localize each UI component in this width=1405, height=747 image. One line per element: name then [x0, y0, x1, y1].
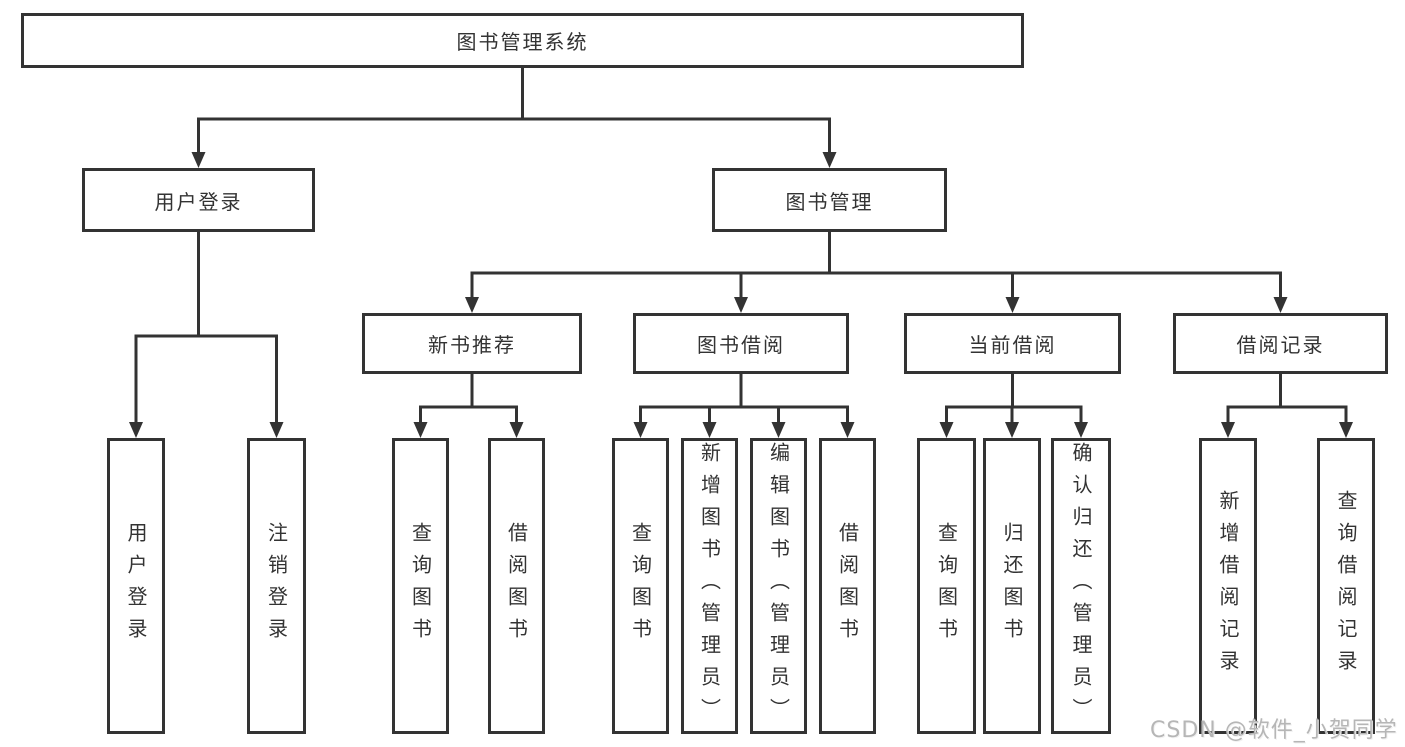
node-label: 借阅图书 [835, 522, 860, 650]
node-label: 图书借阅 [697, 333, 785, 357]
node-user-login: 用户登录 [82, 168, 315, 232]
node-label: 新书推荐 [428, 333, 516, 357]
node-library-management-system: 图书管理系统 [21, 13, 1024, 68]
node-label: 图书管理系统 [456, 30, 589, 54]
connector-lines [134, 65, 1348, 426]
leaf-query-books-current: 查询图书 [917, 438, 976, 734]
leaf-confirm-return-admin: 确认归还（管理员） [1051, 438, 1111, 734]
node-label: 查询图书 [934, 522, 959, 650]
node-borrowing-records: 借阅记录 [1173, 313, 1388, 374]
node-label: 用户登录 [154, 189, 243, 214]
node-label: 新增借阅记录 [1216, 490, 1240, 682]
csdn-watermark: CSDN @软件_小贺同学 [1150, 718, 1398, 743]
node-label: 图书管理 [785, 189, 874, 214]
node-label: 确认归还（管理员） [1069, 442, 1093, 730]
node-book-borrowing: 图书借阅 [633, 313, 849, 374]
arrowheads [129, 152, 1353, 438]
leaf-user-login: 用户登录 [107, 438, 165, 734]
node-label: 归还图书 [1000, 522, 1024, 650]
node-label: 编辑图书（管理员） [766, 442, 791, 730]
leaf-add-books-admin: 新增图书（管理员） [681, 438, 738, 734]
node-label: 借阅图书 [504, 522, 529, 650]
leaf-query-borrow-record: 查询借阅记录 [1317, 438, 1375, 734]
node-label: 当前借阅 [968, 333, 1057, 357]
node-book-management: 图书管理 [712, 168, 947, 232]
leaf-add-borrow-record: 新增借阅记录 [1199, 438, 1257, 734]
leaf-borrow-books: 借阅图书 [819, 438, 876, 734]
leaf-query-books-recommend: 查询图书 [392, 438, 449, 734]
node-label: 查询图书 [408, 522, 433, 650]
leaf-borrow-books-recommend: 借阅图书 [488, 438, 545, 734]
leaf-return-books: 归还图书 [983, 438, 1041, 734]
leaf-logout: 注销登录 [247, 438, 306, 734]
leaf-query-books-borrowing: 查询图书 [612, 438, 669, 734]
leaf-edit-books-admin: 编辑图书（管理员） [750, 438, 807, 734]
node-current-borrowing: 当前借阅 [904, 313, 1121, 374]
node-label: 用户登录 [124, 522, 148, 650]
node-label: 注销登录 [264, 522, 289, 650]
node-label: 查询借阅记录 [1334, 490, 1358, 682]
node-label: 借阅记录 [1236, 333, 1325, 357]
node-new-book-recommend: 新书推荐 [362, 313, 582, 374]
node-label: 查询图书 [628, 522, 653, 650]
node-label: 新增图书（管理员） [697, 442, 722, 730]
